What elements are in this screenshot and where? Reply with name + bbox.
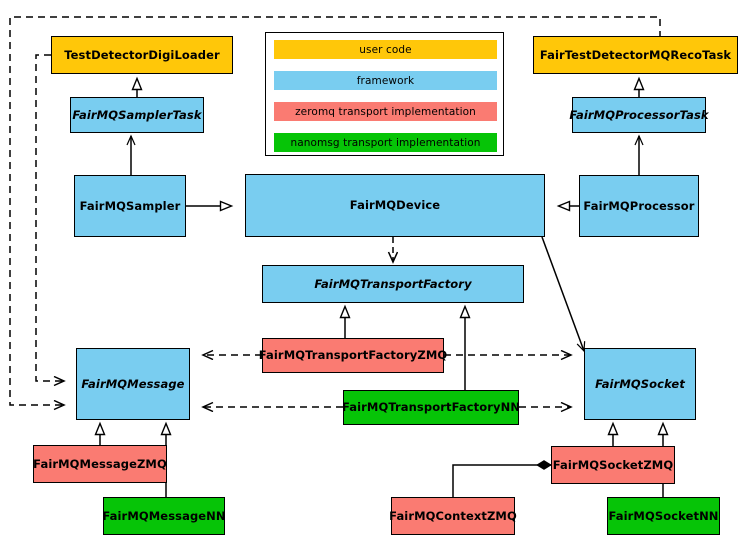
- class-label: FairMQProcessorTask: [569, 107, 709, 122]
- class-label: FairTestDetectorMQRecoTask: [539, 47, 732, 62]
- legend-item-user-code: user code: [274, 40, 497, 59]
- class-node-fairtestdetectormqrecotask[interactable]: FairTestDetectorMQRecoTask: [533, 36, 738, 74]
- legend-item-zeromq: zeromq transport implementation: [274, 102, 497, 121]
- legend-label-user-code: user code: [359, 43, 412, 56]
- edge-digiloader-to-message: [35, 54, 64, 381]
- class-node-testdetectordigiloader[interactable]: TestDetectorDigiLoader: [51, 36, 233, 74]
- class-node-fairmqsocket[interactable]: FairMQSocket: [584, 348, 696, 420]
- legend-item-framework: framework: [274, 71, 497, 90]
- class-label: FairMQTransportFactoryNN: [341, 400, 521, 415]
- class-label: FairMQTransportFactory: [314, 276, 472, 291]
- class-label: FairMQSampler: [79, 198, 181, 213]
- class-label: TestDetectorDigiLoader: [64, 47, 220, 62]
- class-node-fairmqmessagezmq[interactable]: FairMQMessageZMQ: [33, 445, 167, 483]
- class-label: FairMQProcessor: [583, 198, 695, 213]
- class-label: FairMQSocket: [595, 376, 685, 391]
- class-node-fairmqmessagenn[interactable]: FairMQMessageNN: [102, 497, 226, 535]
- class-node-fairmqsocketzmq[interactable]: FairMQSocketZMQ: [551, 446, 675, 484]
- class-label: FairMQContextZMQ: [389, 508, 517, 523]
- class-label: FairMQMessageNN: [102, 508, 226, 523]
- class-label: FairMQMessageZMQ: [33, 456, 167, 471]
- class-label: FairMQSocketZMQ: [552, 457, 674, 472]
- edge-device-to-socket: [541, 236, 586, 353]
- class-node-fairmqprocessortask[interactable]: FairMQProcessorTask: [569, 97, 709, 133]
- class-label: FairMQTransportFactoryZMQ: [258, 348, 448, 363]
- legend-label-zeromq: zeromq transport implementation: [295, 105, 476, 118]
- legend-label-framework: framework: [356, 74, 415, 87]
- class-node-fairmqtransportfactoryzmq[interactable]: FairMQTransportFactoryZMQ: [259, 338, 447, 373]
- class-node-fairmqsamplertask[interactable]: FairMQSamplerTask: [70, 97, 204, 133]
- class-node-fairmqtransportfactory[interactable]: FairMQTransportFactory: [262, 265, 524, 303]
- class-node-fairmqcontextzmq[interactable]: FairMQContextZMQ: [389, 497, 517, 535]
- class-node-fairmqsocketnn[interactable]: FairMQSocketNN: [607, 497, 720, 535]
- class-node-fairmqtransportfactorynn[interactable]: FairMQTransportFactoryNN: [341, 390, 521, 425]
- class-node-fairmqmessage[interactable]: FairMQMessage: [76, 348, 190, 420]
- class-label: FairMQSamplerTask: [72, 107, 202, 122]
- class-node-fairmqdevice[interactable]: FairMQDevice: [245, 174, 545, 237]
- legend: user code framework zeromq transport imp…: [265, 32, 504, 156]
- class-node-fairmqprocessor[interactable]: FairMQProcessor: [579, 175, 699, 237]
- class-label: FairMQDevice: [349, 198, 441, 213]
- legend-label-nanomsg: nanomsg transport implementation: [290, 136, 481, 149]
- class-label: FairMQSocketNN: [608, 508, 719, 523]
- class-node-fairmqsampler[interactable]: FairMQSampler: [74, 175, 186, 237]
- class-label: FairMQMessage: [81, 376, 185, 391]
- edge-socketzmq-to-contextzmq: [452, 460, 552, 497]
- legend-item-nanomsg: nanomsg transport implementation: [274, 133, 497, 152]
